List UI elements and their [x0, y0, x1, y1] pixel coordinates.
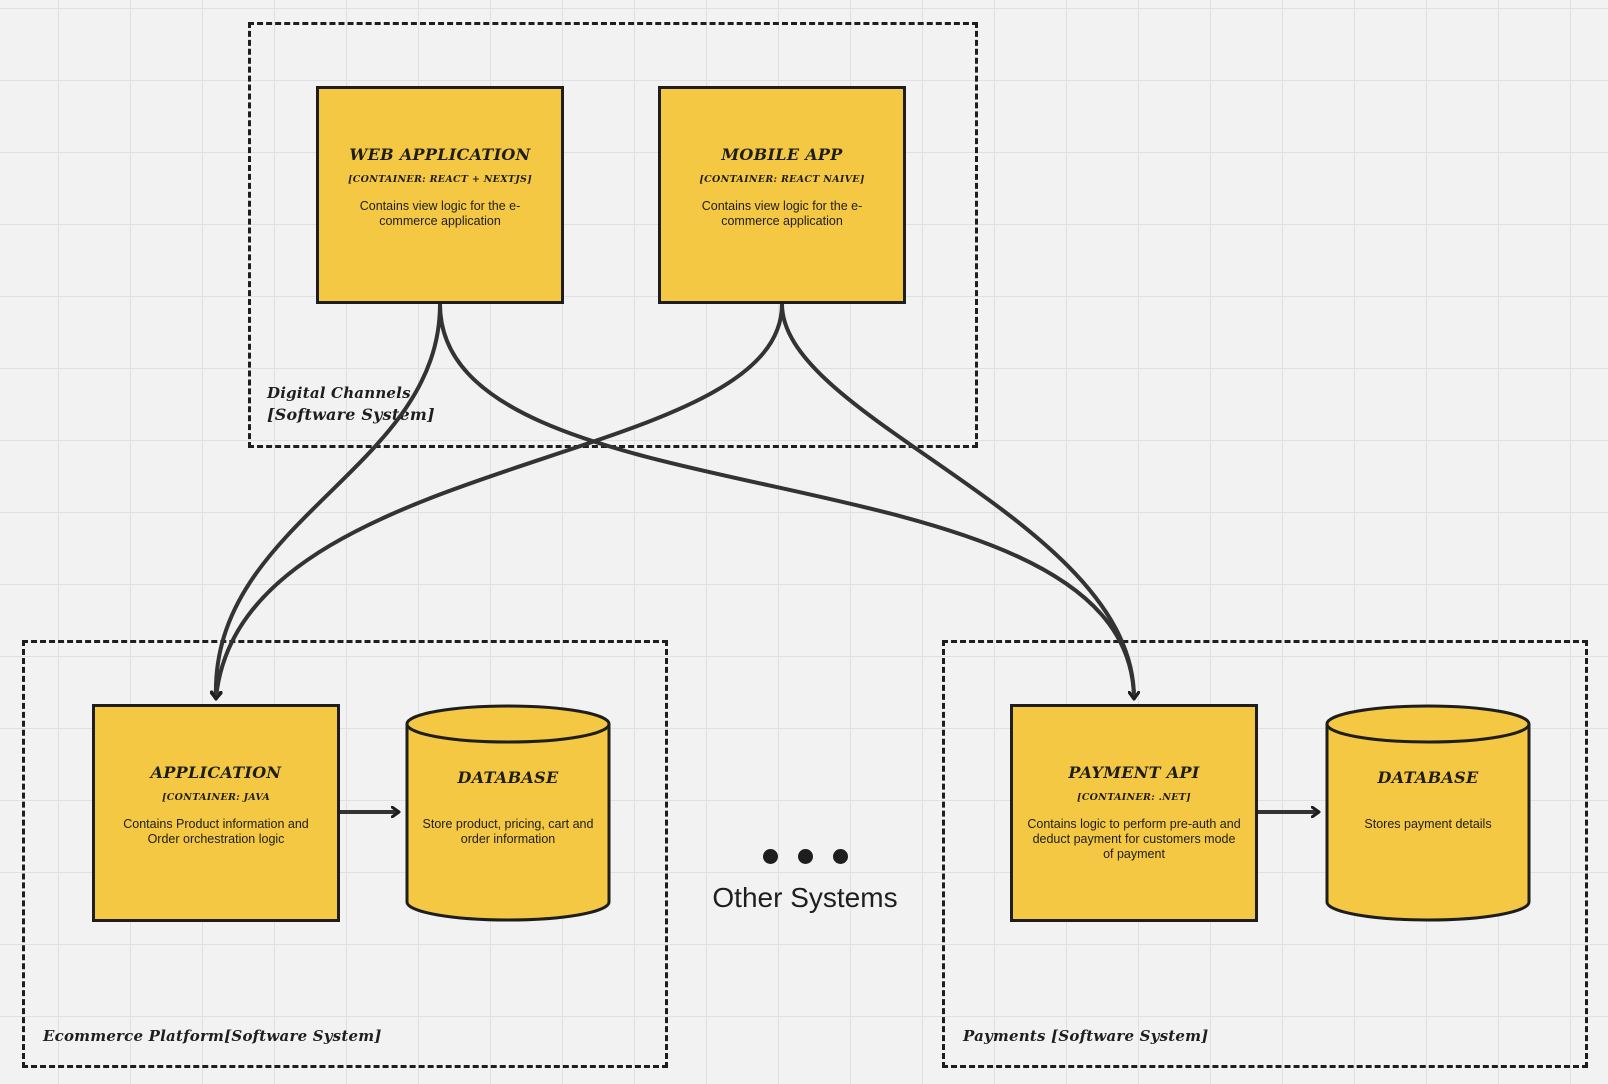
node-description: Stores payment details [1364, 817, 1492, 831]
node-tech: [Container: React + NextJS] [347, 174, 533, 185]
boundary-label-payments: Payments [Software System] [963, 1027, 1209, 1045]
node-description: Contains Product information and Order o… [123, 817, 309, 846]
boundary-label-digital-channels: Digital Channels [Software System] [267, 382, 435, 426]
node-description: Contains view logic for the e-commerce a… [359, 199, 521, 228]
node-description: Store product, pricing, cart and order i… [422, 817, 594, 846]
other-systems-label: Other Systems [712, 882, 898, 913]
edge-mobile-to-payapi[interactable] [780, 303, 1134, 698]
cylinder-shape [405, 704, 611, 922]
boundary-ecommerce-platform[interactable]: Ecommerce Platform[Software System] [22, 640, 668, 1068]
boundary-name: Digital Channels [267, 384, 411, 402]
boundary-payments[interactable]: Payments [Software System] [942, 640, 1588, 1068]
node-tech: [Container: Java [162, 792, 270, 803]
node-title: Application [150, 763, 282, 782]
node-title: Web Application [349, 145, 531, 164]
node-database-payments[interactable]: Database Stores payment details [1324, 702, 1532, 924]
edge-web-to-payapi[interactable] [438, 303, 1134, 698]
node-payment-api[interactable]: Payment API [Container: .Net] Contains l… [1010, 704, 1258, 922]
node-title: Mobile App [721, 145, 843, 164]
boundary-type: [Software System] [267, 405, 435, 424]
node-tech: [Container: React Naive] [699, 174, 865, 185]
edge-web-to-app[interactable] [216, 303, 442, 698]
node-mobile-app[interactable]: Mobile App [Container: React Naive] Cont… [658, 86, 906, 304]
node-tech: [Container: .Net] [1077, 792, 1191, 803]
node-title: Database [457, 768, 559, 787]
ellipsis-icon [700, 838, 910, 868]
node-title: Payment API [1068, 763, 1200, 782]
edge-mobile-to-app[interactable] [216, 303, 784, 698]
cylinder-shape [1325, 704, 1531, 922]
node-title: Database [1377, 768, 1479, 787]
node-description: Contains logic to perform pre-auth and d… [1027, 817, 1241, 861]
node-application[interactable]: Application [Container: Java Contains Pr… [92, 704, 340, 922]
node-database-ecommerce[interactable]: Database Store product, pricing, cart an… [404, 702, 612, 924]
node-web-application[interactable]: Web Application [Container: React + Next… [316, 86, 564, 304]
other-systems[interactable]: Other Systems [700, 838, 910, 914]
boundary-label-ecommerce: Ecommerce Platform[Software System] [43, 1027, 382, 1045]
node-description: Contains view logic for the e-commerce a… [701, 199, 863, 228]
